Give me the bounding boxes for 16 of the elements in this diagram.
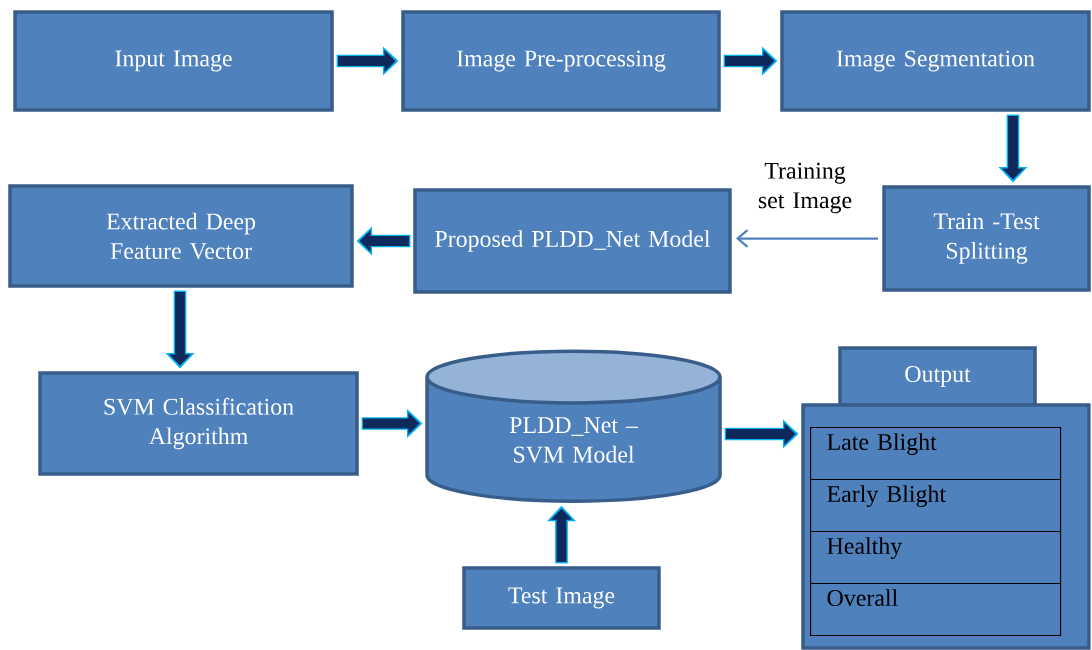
database-cylinder: PLDD_Net – SVM Model [425,349,722,503]
process-box: Image Pre-processing [401,10,721,112]
process-box: Extracted Deep Feature Vector [8,184,354,288]
process-box: Output [838,346,1037,407]
table-row: Healthy [810,531,1062,585]
process-box: SVM Classification Algorithm [38,371,359,476]
process-box: Train -Test Splitting [882,185,1091,292]
table-row: Overall [810,583,1062,637]
process-box: Proposed PLDD_Net Model [413,188,732,294]
process-box: Image Segmentation [780,10,1091,112]
process-box: Input Image [13,10,334,112]
table-row: Early Blight [810,479,1062,533]
process-box: Test Image [462,566,661,630]
table-row: Late Blight [810,427,1062,481]
edge-label: Training set Image [742,159,868,217]
arrow [735,229,879,248]
